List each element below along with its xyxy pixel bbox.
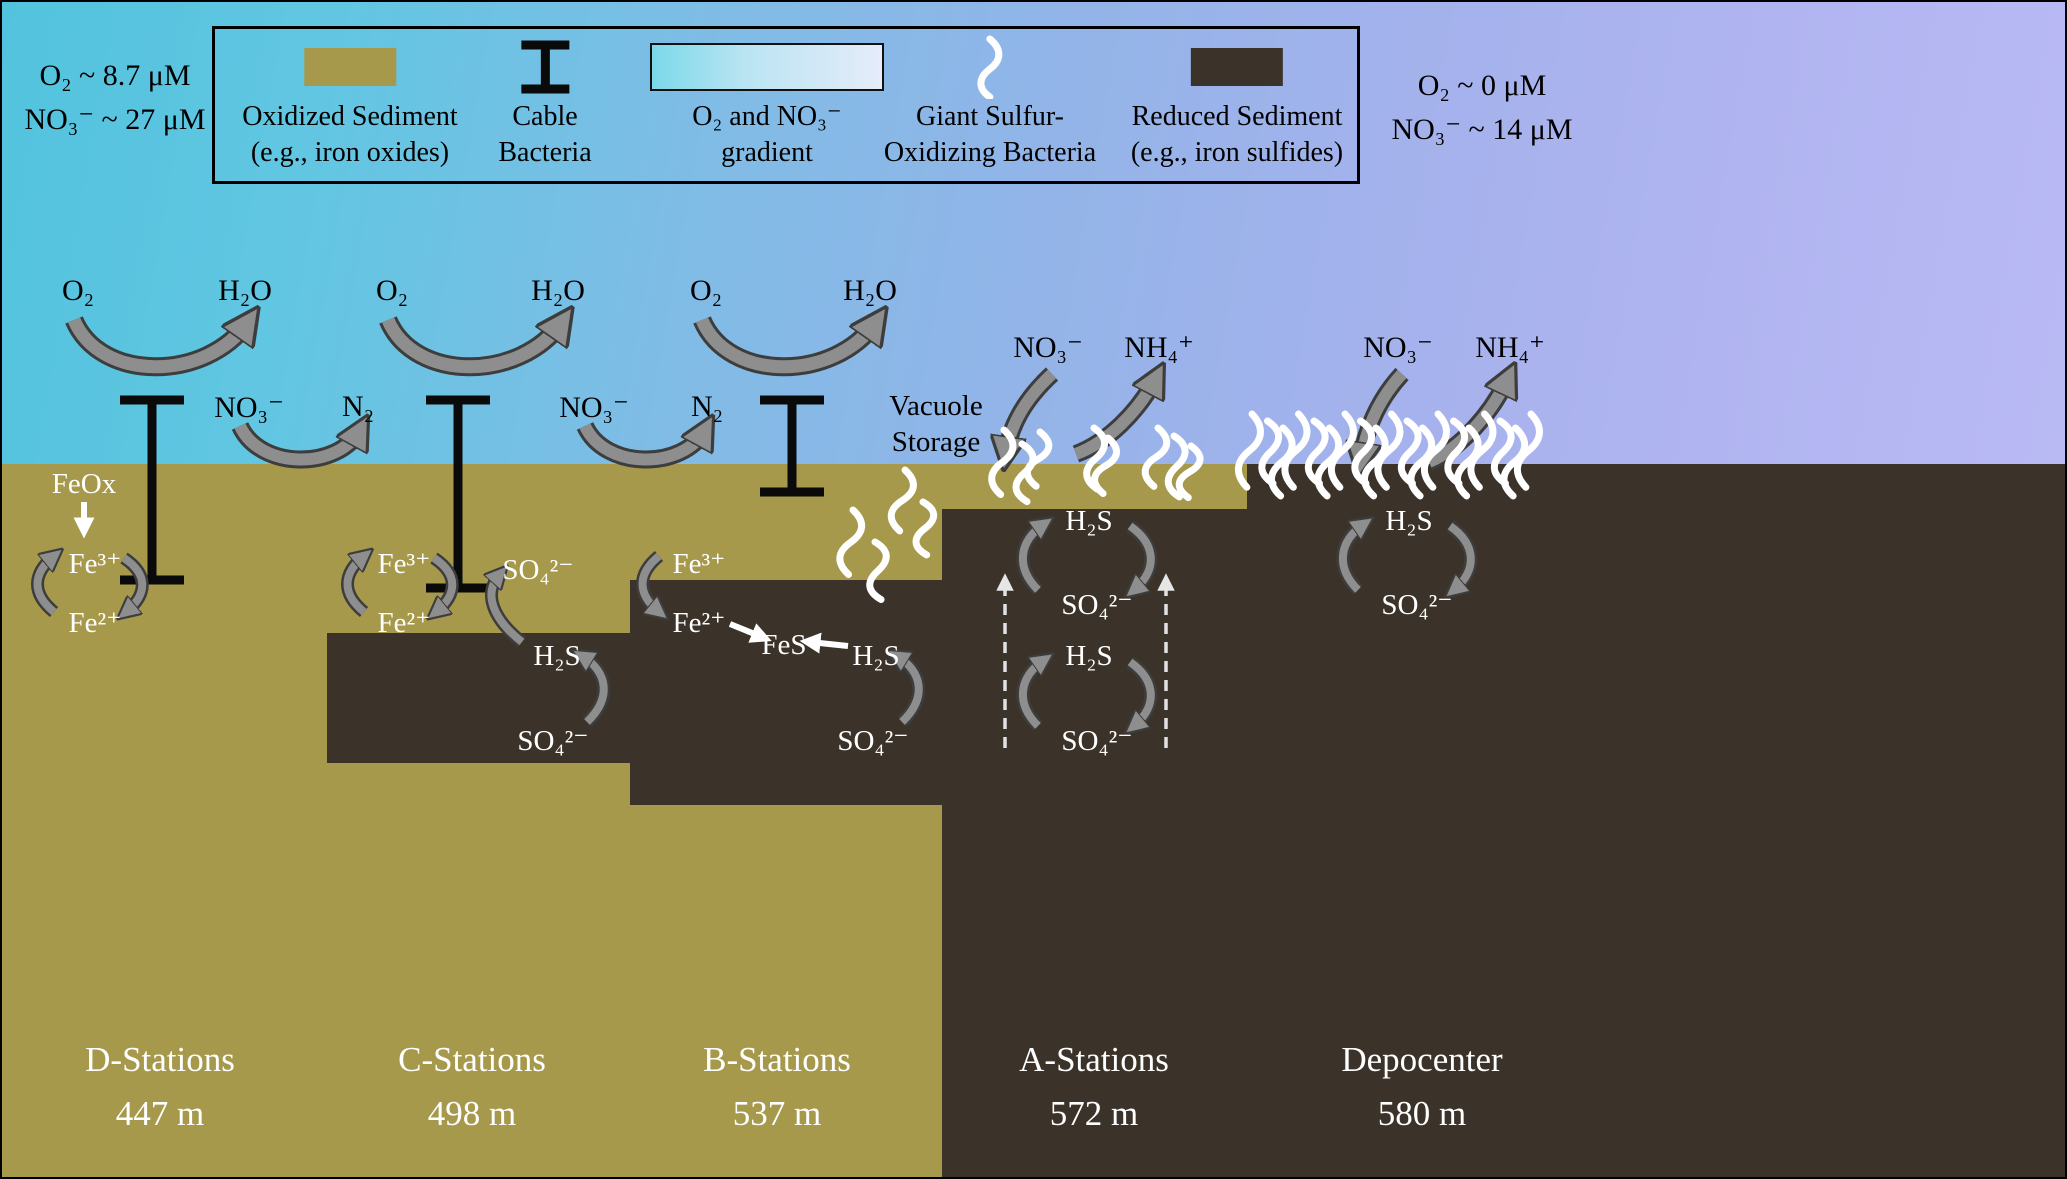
station-name: B-Stations (703, 1040, 851, 1079)
right-o2-value: O₂ ~ 0 μM (1417, 69, 1547, 102)
no3-label: NO₃⁻ (1363, 331, 1433, 364)
fe2-label: Fe²⁺ (68, 607, 122, 639)
station-depth: 447 m (115, 1094, 205, 1133)
sulfur-bacteria-filaments (839, 413, 1541, 600)
h2s-label: H₂S (1065, 505, 1113, 537)
cable-bacteria-symbol (521, 40, 569, 94)
o2-label: O₂ (689, 274, 723, 307)
legend-label: O₂ and NO₃⁻ (692, 101, 842, 132)
legend-label: Giant Sulfur- (916, 101, 1064, 132)
so4-label: SO₄²⁻ (517, 725, 589, 757)
cable-bacteria-filaments (120, 395, 824, 593)
gradient-swatch-box (650, 35, 884, 99)
right-water-conditions: O₂ ~ 0 μM NO₃⁻ ~ 14 μM (1391, 64, 1572, 151)
legend-label: (e.g., iron sulfides) (1130, 136, 1344, 168)
o2-label: O₂ (61, 274, 95, 307)
vacuole-line1: Vacuole (889, 390, 983, 422)
o2-label: O₂ (375, 274, 409, 307)
legend-item-oxidized-sediment: Oxidized Sediment (e.g., iron oxides) (242, 35, 458, 171)
left-o2-value: O₂ ~ 8.7 μM (39, 59, 191, 92)
n2-label: N₂ (341, 390, 375, 423)
legend-item-sulfur-bacteria: Giant Sulfur- Oxidizing Bacteria (884, 35, 1096, 171)
so4-label: SO₄²⁻ (1381, 589, 1453, 621)
fes-label: FeS (761, 629, 807, 661)
no3-label: NO₃⁻ (559, 391, 629, 424)
left-water-conditions: O₂ ~ 8.7 μM NO₃⁻ ~ 27 μM (24, 54, 205, 141)
legend-label: Oxidizing Bacteria (883, 136, 1097, 168)
h2s-label: H₂S (1385, 505, 1433, 537)
h2o-label: H₂O (531, 274, 585, 307)
station-name: C-Stations (398, 1040, 546, 1079)
so4-label: SO₄²⁻ (1061, 725, 1133, 757)
sulfur-bacteria-icon (970, 35, 1010, 99)
station-a-label: A-Stations 572 m (1019, 1040, 1169, 1134)
legend-box: Oxidized Sediment (e.g., iron oxides) Ca… (212, 26, 1360, 184)
reaction-arrows (31, 320, 1509, 748)
feox-label: FeOx (51, 468, 117, 500)
so4-label: SO₄²⁻ (1061, 589, 1133, 621)
station-depocenter-label: Depocenter 580 m (1341, 1040, 1502, 1134)
oxidized-sediment-color (304, 48, 396, 86)
n2-label: N₂ (690, 390, 724, 423)
h2o-label: H₂O (218, 274, 272, 307)
fe2-label: Fe²⁺ (377, 607, 431, 639)
fe2-label: Fe²⁺ (672, 607, 726, 639)
fe3-label: Fe³⁺ (672, 548, 726, 580)
station-c-label: C-Stations 498 m (398, 1040, 546, 1134)
nh4-label: NH₄⁺ (1475, 331, 1545, 364)
legend-label: Oxidized Sediment (242, 101, 458, 132)
legend-label: Cable (512, 101, 578, 132)
station-name: Depocenter (1341, 1040, 1503, 1079)
nh4-label: NH₄⁺ (1124, 331, 1194, 364)
station-name: A-Stations (1019, 1040, 1169, 1079)
station-name: D-Stations (85, 1040, 235, 1079)
h2s-label: H₂S (852, 640, 900, 672)
legend-label: Reduced Sediment (1131, 101, 1343, 132)
station-depth: 572 m (1049, 1094, 1139, 1133)
vacuole-line2: Storage (891, 426, 981, 459)
fe3-label: Fe³⁺ (377, 548, 431, 580)
oxidized-sediment-swatch (304, 35, 396, 99)
reduced-sediment-block-b (630, 580, 942, 805)
station-depth: 580 m (1377, 1094, 1467, 1133)
so4-label: SO₄²⁻ (837, 725, 909, 757)
reduced-sediment-block-a (942, 509, 1247, 1177)
reduced-sediment-swatch (1190, 35, 1283, 99)
reduced-sediment-block-depocenter (1247, 464, 2065, 1177)
o2-no3-gradient-swatch (650, 43, 884, 91)
station-depth: 498 m (427, 1094, 517, 1133)
fe3-label: Fe³⁺ (68, 548, 122, 580)
right-no3-value: NO₃⁻ ~ 14 μM (1391, 112, 1573, 146)
no3-label: NO₃⁻ (214, 391, 284, 424)
station-depth: 537 m (732, 1094, 822, 1133)
legend-item-gradient: O₂ and NO₃⁻ gradient (650, 35, 884, 171)
legend-item-cable-bacteria: Cable Bacteria (498, 35, 592, 171)
legend-label: gradient (721, 136, 813, 168)
legend-item-reduced-sediment: Reduced Sediment (e.g., iron sulfides) (1131, 35, 1343, 171)
h2s-label: H₂S (533, 640, 581, 672)
vacuole-storage-label: Vacuole Storage (889, 388, 982, 461)
so4-label: SO₄²⁻ (502, 554, 574, 586)
h2o-label: H₂O (843, 274, 897, 307)
no3-label: NO₃⁻ (1013, 331, 1083, 364)
station-b-label: B-Stations 537 m (703, 1040, 851, 1134)
sulfur-bacteria-symbol (977, 35, 1003, 99)
legend-label: (e.g., iron oxides) (250, 136, 450, 168)
left-no3-value: NO₃⁻ ~ 27 μM (24, 102, 206, 136)
h2s-label: H₂S (1065, 640, 1113, 672)
legend-label: Bacteria (498, 136, 592, 168)
reduced-sediment-color (1190, 48, 1283, 86)
cable-bacteria-icon (512, 35, 578, 99)
station-d-label: D-Stations 447 m (85, 1040, 235, 1134)
